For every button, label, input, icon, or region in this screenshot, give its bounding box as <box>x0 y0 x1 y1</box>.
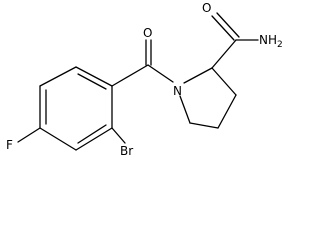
amide-nh-text: NH <box>259 33 277 47</box>
bond <box>39 66 77 87</box>
bond <box>39 127 77 151</box>
bond <box>217 94 237 129</box>
amide-subscript: 2 <box>277 40 283 50</box>
bond <box>211 67 237 96</box>
bond-ring-to-bromine <box>111 127 126 144</box>
pyrrolidine-ring <box>179 67 237 129</box>
bond <box>189 122 219 129</box>
bond-carbonyl-to-nitrogen <box>147 64 174 83</box>
bond-ring-to-carbonyl <box>111 64 149 87</box>
double-bond-inner <box>77 73 107 90</box>
bromine-label: Br <box>120 144 133 157</box>
bond <box>75 66 113 87</box>
amide-oxygen-label: O <box>202 1 211 15</box>
amide-nitrogen-label: NH2 <box>259 33 283 50</box>
ring-nitrogen-label: N <box>173 84 182 98</box>
bond <box>179 95 191 124</box>
bond-ring-to-amide <box>211 39 237 69</box>
bond <box>183 67 213 84</box>
fluorine-label: F <box>6 138 13 152</box>
benzene-ring <box>39 66 113 151</box>
amide-carbonyl-double-bond <box>216 12 240 38</box>
bond <box>75 127 113 151</box>
double-bond-inner <box>77 124 107 144</box>
bond-ring-to-fluorine <box>17 127 41 143</box>
amide-carbonyl-double-bond <box>211 15 235 41</box>
oxygen-label: O <box>143 26 152 40</box>
molecule-diagram: O O NH2 N F Br <box>6 1 283 157</box>
